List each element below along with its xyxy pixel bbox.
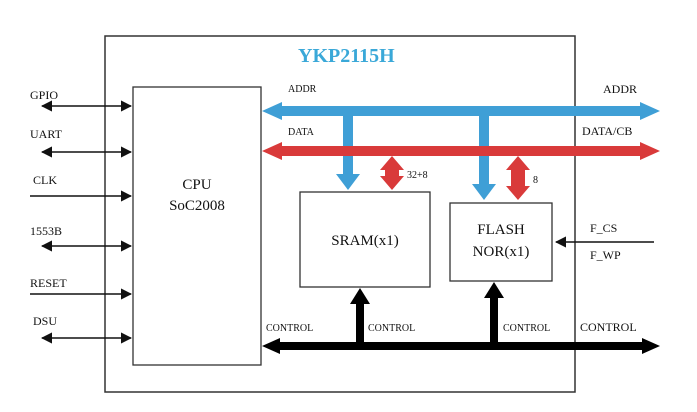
data-bus-outside-label: DATA/CB — [582, 124, 632, 138]
sram-block — [299, 191, 431, 288]
1553b-label: 1553B — [30, 224, 62, 238]
reset-label: RESET — [30, 276, 67, 290]
data-bus-inside-label: DATA — [288, 127, 315, 138]
uart-label: UART — [30, 127, 63, 141]
flash-block — [449, 202, 553, 282]
data-to-flash-arrow — [506, 156, 530, 200]
addr-bus — [262, 102, 660, 120]
clk-label: CLK — [33, 173, 57, 187]
flash-data-width-label: 8 — [533, 175, 538, 186]
control-to-flash-arrow — [484, 282, 504, 342]
control-label-left: CONTROL — [266, 323, 313, 334]
dsu-label: DSU — [33, 314, 57, 328]
flash-type-label: NOR(x1) — [473, 244, 530, 260]
data-to-sram-arrow — [380, 156, 404, 190]
control-label-sram: CONTROL — [368, 323, 415, 334]
sram-data-width-label: 32+8 — [407, 170, 428, 181]
control-label-flash: CONTROL — [503, 323, 550, 334]
cpu-label: CPU — [182, 177, 211, 193]
addr-bus-inside-label: ADDR — [288, 84, 317, 95]
flash-cs-label: F_CS — [590, 221, 617, 235]
cpu-model-label: SoC2008 — [169, 198, 225, 214]
cpu-block — [132, 86, 262, 366]
gpio-label: GPIO — [30, 88, 58, 102]
data-bus — [262, 142, 660, 160]
control-label-outside: CONTROL — [580, 320, 637, 334]
control-to-sram-arrow — [350, 288, 370, 342]
sram-label: SRAM(x1) — [331, 233, 399, 249]
left-signals: GPIO UART CLK 1553B RESET DSU — [30, 88, 133, 344]
module-outline — [104, 35, 576, 393]
module-title: YKP2115H — [298, 45, 395, 67]
addr-bus-outside-label: ADDR — [603, 82, 637, 96]
flash-label: FLASH — [477, 222, 525, 238]
control-bus — [262, 338, 660, 354]
flash-wp-label: F_WP — [590, 248, 621, 262]
addr-to-flash-arrow — [472, 116, 496, 200]
